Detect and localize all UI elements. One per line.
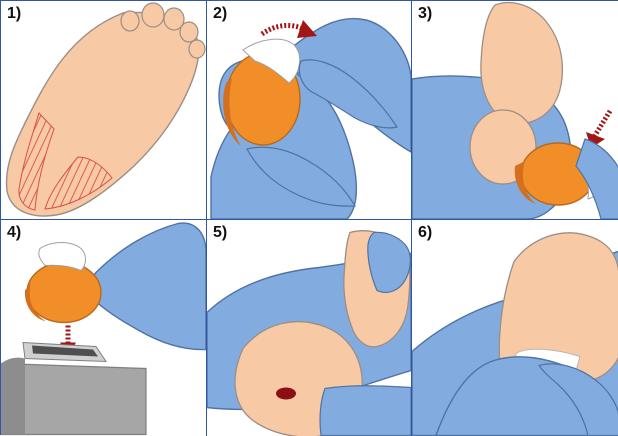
toe-4	[180, 22, 198, 42]
panel-2-label: 2)	[213, 6, 227, 22]
toe-1	[121, 11, 139, 31]
panel-3-label: 3)	[418, 6, 432, 22]
panel-1-label: 1)	[7, 6, 21, 22]
panel-3: 3)	[412, 1, 618, 220]
panel-3-illustration	[412, 1, 618, 219]
panel-5-label: 5)	[213, 225, 227, 241]
panel-5: 5)	[207, 220, 412, 436]
panel-5-illustration	[207, 220, 411, 436]
panel-4-label: 4)	[7, 225, 21, 241]
base-side	[1, 358, 25, 435]
panel-6: 6)	[412, 220, 618, 436]
panel-2-illustration	[207, 1, 411, 219]
glove-hand	[89, 223, 206, 350]
panel-4: 4)	[1, 220, 207, 436]
glove-lower	[320, 386, 411, 436]
toe-5	[189, 40, 205, 58]
panel-6-label: 6)	[418, 225, 432, 241]
press-arrow	[594, 111, 610, 137]
lancet-device	[27, 263, 101, 323]
panel-6-illustration	[412, 220, 618, 436]
blood-drop	[276, 388, 296, 400]
foot-top	[481, 3, 563, 124]
panel-1-illustration	[1, 1, 206, 219]
panel-4-illustration	[1, 220, 206, 436]
panel-2: 2)	[207, 1, 412, 220]
rotation-arrow	[262, 25, 305, 34]
panel-1: 1)	[1, 1, 207, 220]
toe-2	[142, 3, 164, 27]
rotation-arrow-head	[297, 20, 317, 38]
